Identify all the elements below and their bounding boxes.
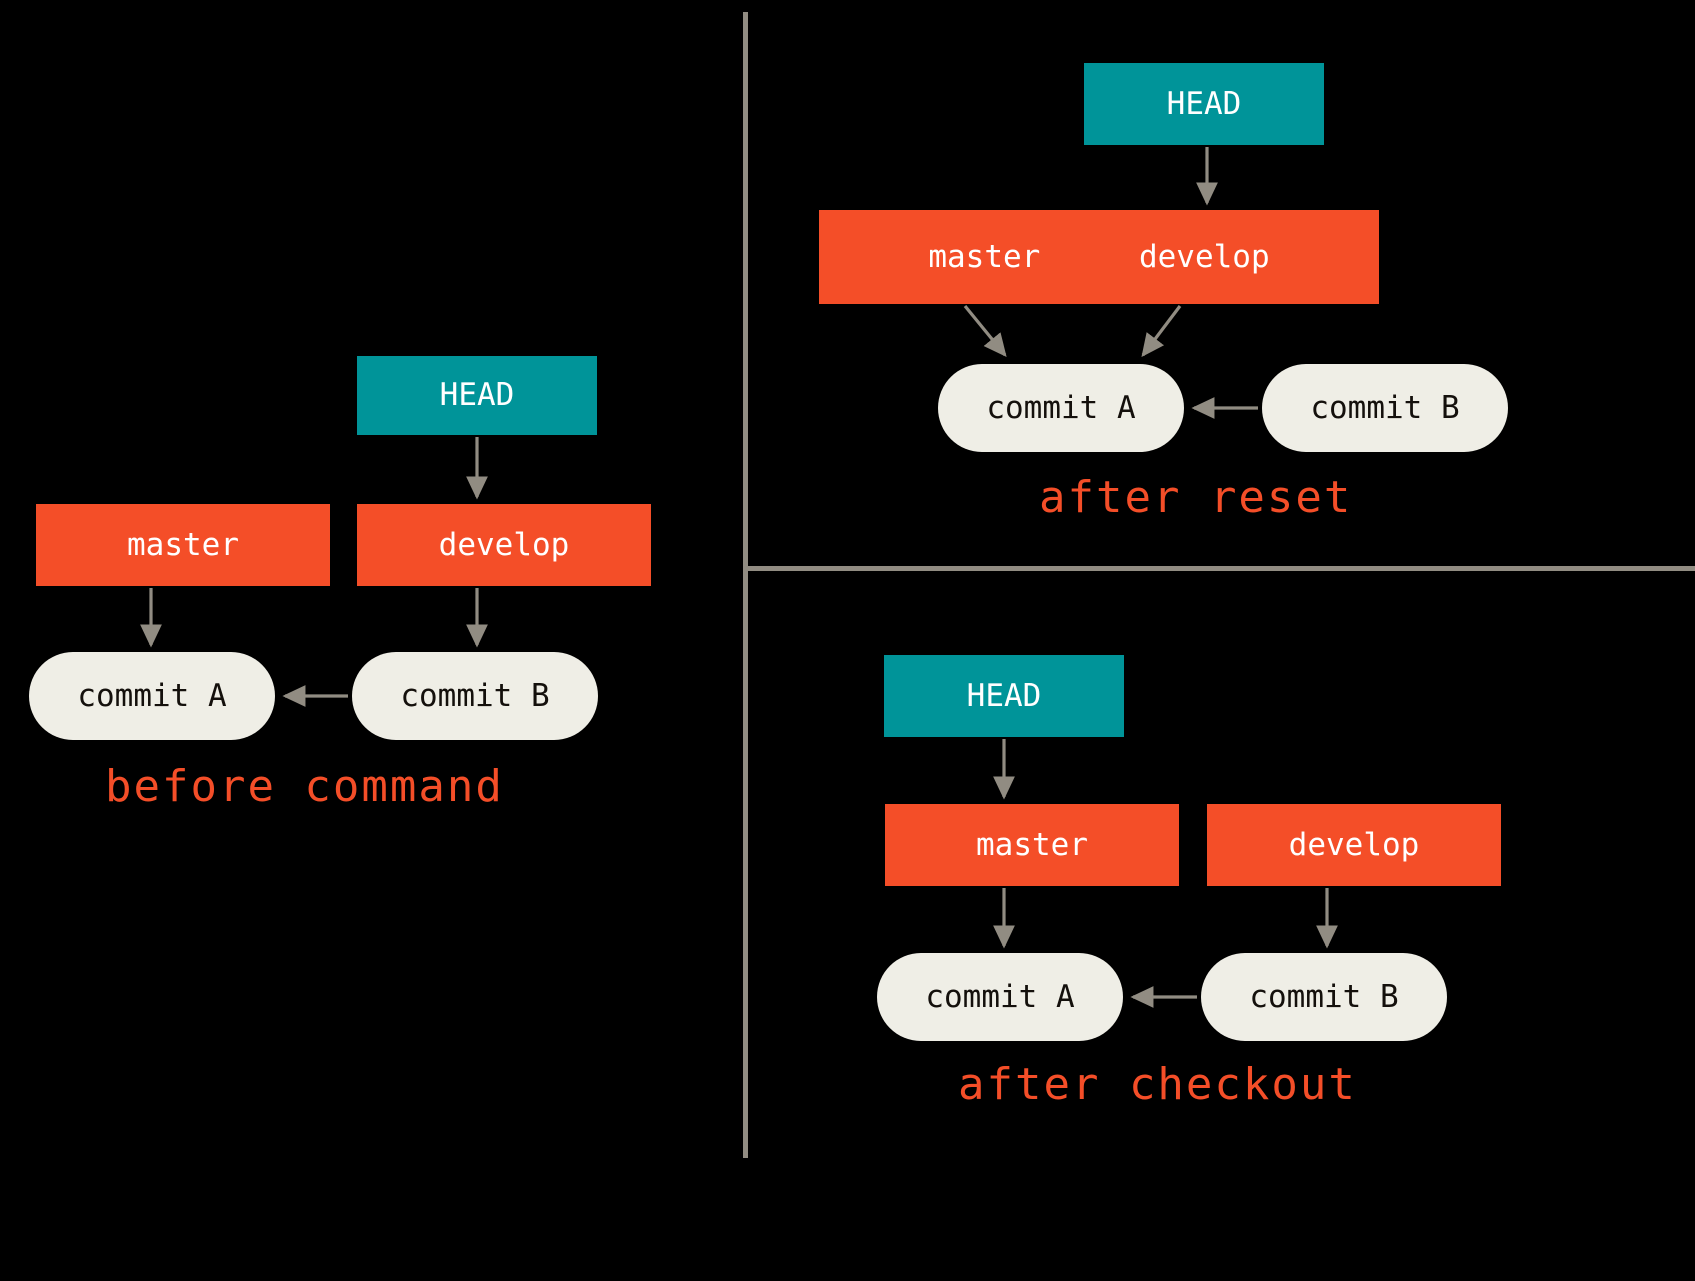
reset-commit-a-label: commit A (986, 389, 1136, 426)
checkout-branch-master-box[interactable]: master (885, 804, 1179, 886)
before-commit-a-node[interactable]: commit A (29, 652, 275, 740)
before-branch-master-label: master (127, 526, 239, 563)
arrow-master-to-commit-a (963, 304, 1007, 357)
before-branch-master-box[interactable]: master (36, 504, 330, 586)
checkout-branch-develop-box[interactable]: develop (1207, 804, 1501, 886)
before-branch-develop-box[interactable]: develop (357, 504, 651, 586)
before-commit-b-node[interactable]: commit B (352, 652, 598, 740)
checkout-commit-a-node[interactable]: commit A (877, 953, 1123, 1041)
checkout-branch-master-label: master (976, 826, 1088, 863)
checkout-head-label: HEAD (966, 677, 1042, 714)
arrow-develop-to-commit-a (1141, 305, 1182, 358)
before-head-box[interactable]: HEAD (357, 356, 597, 435)
before-caption: before command (105, 761, 504, 812)
reset-commit-b-node[interactable]: commit B (1262, 364, 1508, 452)
checkout-head-box[interactable]: HEAD (884, 655, 1124, 737)
reset-branch-master-label: master (928, 238, 1041, 275)
before-commit-b-label: commit B (400, 677, 550, 714)
checkout-commit-b-node[interactable]: commit B (1201, 953, 1447, 1041)
reset-caption: after reset (1039, 472, 1353, 523)
checkout-branch-develop-label: develop (1288, 826, 1420, 863)
before-commit-a-label: commit A (77, 677, 227, 714)
reset-commit-a-node[interactable]: commit A (938, 364, 1184, 452)
checkout-caption: after checkout (958, 1059, 1357, 1110)
before-head-label: HEAD (439, 377, 515, 413)
horizontal-divider (743, 566, 1695, 571)
reset-head-box[interactable]: HEAD (1084, 63, 1324, 145)
reset-branch-develop-label: develop (1138, 238, 1270, 275)
reset-head-label: HEAD (1166, 85, 1242, 122)
checkout-commit-a-label: commit A (925, 978, 1075, 1015)
before-branch-develop-label: develop (438, 526, 570, 563)
reset-commit-b-label: commit B (1310, 389, 1460, 426)
reset-branch-combined-box[interactable]: master develop (819, 210, 1379, 304)
checkout-commit-b-label: commit B (1249, 978, 1399, 1015)
vertical-divider (743, 12, 748, 1158)
